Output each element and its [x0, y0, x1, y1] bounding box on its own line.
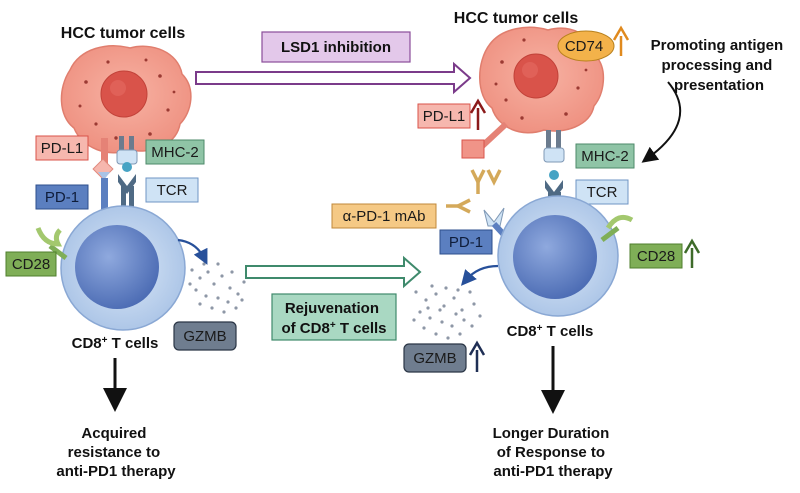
svg-text:CD28: CD28	[12, 256, 50, 273]
left-t-cell	[60, 205, 186, 331]
right-t-cell	[497, 195, 619, 317]
left-outcome-text: Acquired resistance to anti-PD1 therapy	[56, 425, 176, 480]
left-cd28-label: CD28	[5, 251, 57, 277]
right-cd28-up-arrow-icon	[683, 238, 701, 268]
rejuvenation-label: Rejuvenation of CD8+ T cells	[271, 293, 397, 341]
svg-text:MHC-2: MHC-2	[581, 148, 629, 165]
antibody-icon	[446, 169, 502, 214]
svg-text:PD-1: PD-1	[45, 189, 79, 206]
cd74-up-arrow-icon	[612, 25, 630, 56]
left-tcr-molecule	[118, 174, 136, 222]
svg-text:CD28: CD28	[637, 248, 675, 265]
right-outcome-text: Longer Duration of Response to anti-PD1 …	[493, 425, 614, 480]
right-tumor-title: HCC tumor cells	[454, 10, 579, 27]
svg-text:MHC-2: MHC-2	[151, 144, 199, 161]
svg-text:TCR: TCR	[587, 184, 618, 201]
right-pd1-label: PD-1	[439, 229, 493, 255]
right-mhc2-label: MHC-2	[575, 143, 635, 169]
svg-text:PD-1: PD-1	[449, 234, 483, 251]
left-pd1-label: PD-1	[35, 184, 89, 210]
left-secretion-arrow	[177, 238, 208, 265]
svg-text:GZMB: GZMB	[183, 328, 226, 345]
lsd1-inhibition-label: LSD1 inhibition	[261, 31, 411, 63]
left-tcr-label: TCR	[145, 177, 199, 203]
left-pd1-molecule	[98, 172, 110, 222]
left-cd28-molecule	[35, 227, 68, 260]
right-granzyme-granules	[412, 284, 482, 340]
right-cd28-label: CD28	[629, 243, 683, 269]
right-cd28-molecule	[600, 214, 634, 242]
right-gzmb-up-arrow-icon	[468, 340, 486, 372]
svg-text:α-PD-1 mAb: α-PD-1 mAb	[343, 208, 426, 225]
promoting-curve-arrow	[641, 81, 682, 163]
right-pdl1-label: PD-L1	[417, 103, 471, 129]
left-mhc2-label: MHC-2	[145, 139, 205, 165]
svg-text:LSD1 inhibition: LSD1 inhibition	[281, 39, 391, 56]
right-mhc2-molecule	[543, 130, 565, 180]
svg-text:Rejuvenation of CD8+ T c: Rejuvenation of CD8+ T cells	[281, 300, 386, 337]
cd74-label: CD74	[557, 30, 615, 62]
left-tumor-cell	[60, 45, 192, 154]
antibody-label: α-PD-1 mAb	[331, 203, 437, 229]
right-pdl1-up-arrow-icon	[469, 98, 487, 130]
right-pdl1-molecule	[461, 121, 509, 159]
right-tcr-label: TCR	[575, 179, 629, 205]
left-tumor-title: HCC tumor cells	[61, 25, 186, 42]
svg-text:PD-L1: PD-L1	[423, 108, 466, 125]
left-granzyme-granules	[188, 262, 246, 314]
left-gzmb-label: GZMB	[173, 321, 237, 351]
left-mhc2-molecule	[116, 136, 138, 172]
right-secretion-arrow	[460, 264, 499, 286]
inhibition-arrow	[195, 61, 472, 95]
svg-text:TCR: TCR	[157, 182, 188, 199]
rejuvenation-arrow	[245, 255, 422, 289]
left-pdl1-label: PD-L1	[35, 135, 89, 161]
svg-text:CD74: CD74	[565, 38, 603, 55]
promoting-text: Promoting antigen processing and present…	[651, 37, 788, 94]
right-gzmb-label: GZMB	[403, 343, 467, 373]
svg-text:GZMB: GZMB	[413, 350, 456, 367]
left-tcell-title: CD8+ T cells	[72, 335, 159, 353]
svg-text:PD-L1: PD-L1	[41, 140, 84, 157]
right-tcell-title: CD8+ T cells	[507, 323, 594, 341]
